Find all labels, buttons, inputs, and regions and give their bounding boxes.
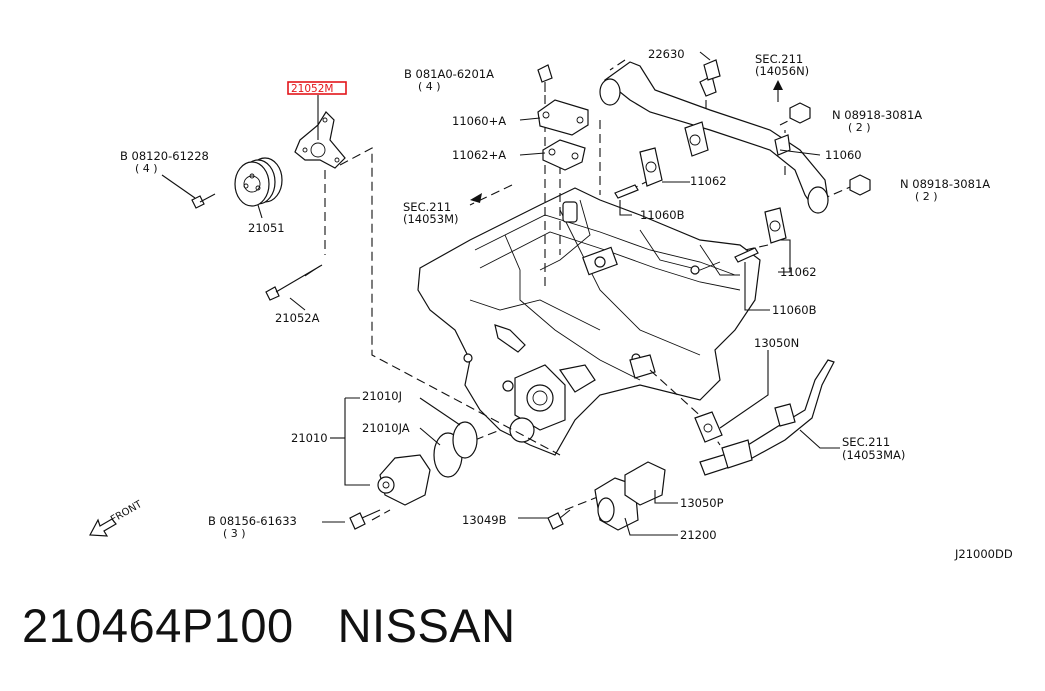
pipe-11060 [599,59,829,214]
label-sec211-14053ma[interactable]: SEC.211 [842,435,890,449]
label-08120[interactable]: B 08120-61228 [120,149,209,163]
label-21052m[interactable]: 21052M [291,83,333,95]
label-sec211-14053ma-b: (14053MA) [842,448,905,462]
label-21010ja[interactable]: 21010JA [362,421,410,435]
label-21010j[interactable]: 21010J [362,389,402,403]
caption: 210464P100 NISSAN [22,598,560,653]
label-11060b-1[interactable]: 11060B [640,208,685,222]
label-11060b-2[interactable]: 11060B [772,303,817,317]
bolt-21052a [265,264,323,301]
label-sec211-14053m[interactable]: SEC.211 [403,200,451,214]
bracket-21052m [294,111,346,169]
sec211-arrows [470,80,783,203]
pipe-14053ma [699,359,835,476]
highlight-box [287,81,347,95]
studs-11060b [614,184,759,263]
label-front: FRONT [109,499,145,526]
pulley-21051 [234,157,283,207]
label-08918-2[interactable]: N 08918-3081A [900,177,990,191]
label-leaders [161,51,840,536]
nuts-08918 [789,102,871,196]
outlet-11060a [537,64,589,171]
front-arrow [89,518,117,537]
gasket-13050n [694,411,723,443]
label-08156[interactable]: B 08156-61633 [208,514,297,528]
caption-brand: NISSAN [337,599,516,652]
label-13050n[interactable]: 13050N [754,336,799,350]
label-081a0[interactable]: B 081A0-6201A [404,67,494,81]
label-08120-qty: ( 4 ) [135,162,158,175]
label-21200[interactable]: 21200 [680,528,717,542]
bolt-08156 [349,509,381,530]
water-pump-21010 [377,421,478,506]
label-13050p[interactable]: 13050P [680,496,724,510]
engine-block [417,187,761,456]
label-sec211-14053m-b: (14053M) [403,212,458,226]
label-21052a[interactable]: 21052A [275,311,320,325]
label-21010[interactable]: 21010 [291,431,328,445]
label-21051[interactable]: 21051 [248,221,285,235]
bolt-13049b [547,509,571,530]
label-11062-2[interactable]: 11062 [780,265,817,279]
label-11062a[interactable]: 11062+A [452,148,506,162]
label-11060[interactable]: 11060 [825,148,862,162]
label-22630[interactable]: 22630 [648,47,685,61]
label-sec211-14056n[interactable]: SEC.211 [755,52,803,66]
thermostat-21200 [594,461,666,531]
gaskets-11062 [639,147,787,244]
label-08156-qty: ( 3 ) [223,527,246,540]
label-13049b[interactable]: 13049B [462,513,507,527]
label-08918-1-qty: ( 2 ) [848,121,871,134]
bolt-08120 [191,193,216,209]
label-081a0-qty: ( 4 ) [418,80,441,93]
label-sec211-14056n-b: (14056N) [755,64,809,78]
diagram-code: J21000DD [954,547,1013,561]
caption-part-number: 210464P100 [22,599,294,652]
label-08918-1[interactable]: N 08918-3081A [832,108,922,122]
label-08918-2-qty: ( 2 ) [915,190,938,203]
label-11060a[interactable]: 11060+A [452,114,506,128]
label-11062-1[interactable]: 11062 [690,174,727,188]
